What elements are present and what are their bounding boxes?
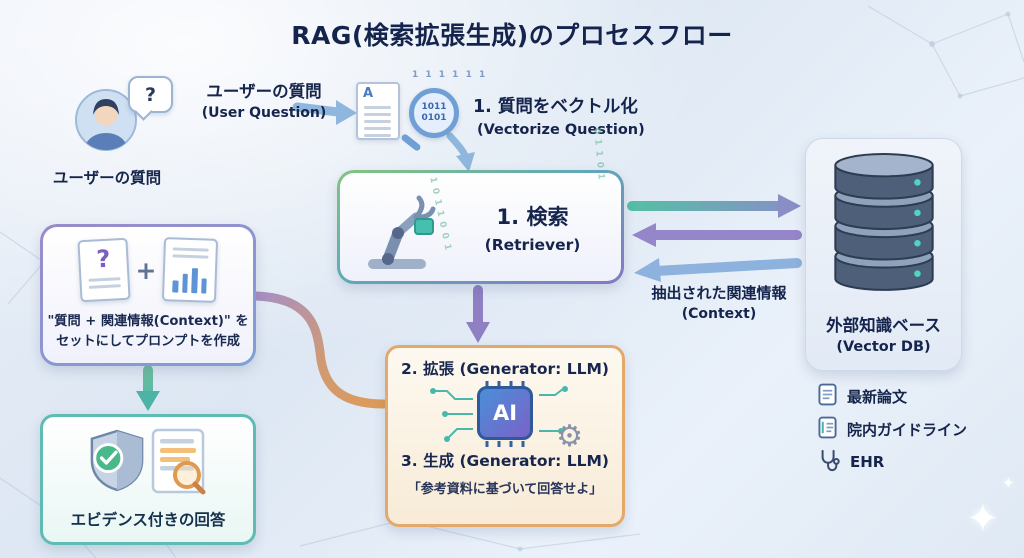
vector-db-panel: 外部知識ベース (Vector DB) [805,138,962,371]
robot-arm-icon [352,177,444,277]
vector-db-en: (Vector DB) [836,339,931,355]
user-question-en: (User Question) [201,105,327,121]
augment-label: 2. 拡張 (Generator: LLM) [401,360,609,378]
question-bubble-icon: ? [128,76,173,113]
vectorize-label: 1. 質問をベクトル化 (Vectorize Question) [473,93,668,138]
user-avatar-icon [73,87,139,153]
question-document-icon: ? [76,237,131,303]
document-icon: A [356,82,400,140]
binary-decoration: 1 1 1 1 1 1 [412,70,488,80]
connector-prompt-to-generator [251,291,389,409]
lens-bits-1: 1011 [421,102,447,113]
evidence-caption: エビデンス付きの回答 [70,511,226,529]
knowledge-item-label: 最新論文 [847,387,908,406]
prompt-icons: ? + [76,237,219,303]
gear-icon: ⚙ [556,419,583,454]
database-icon [823,151,945,303]
knowledge-source-list: 最新論文 院内ガイドライン EHR [818,383,968,476]
context-label: 抽出された関連情報 (Context) [633,282,805,322]
arrow-prompt-to-evidence [136,365,160,411]
vector-db-jp: 外部知識ベース [826,316,941,335]
bar-chart-icon [172,266,208,294]
ai-chip-icon: AI ⚙ [423,381,587,452]
prompt-text: "質問 + 関連情報(Context)" を セットにしてプロンプトを作成 [47,312,248,353]
paper-icon [818,383,837,410]
plus-icon: + [135,255,157,285]
sparkle-icon: ✦ [1002,474,1015,492]
arrow-vectorize-to-retriever [446,132,475,172]
evidence-box: エビデンス付きの回答 [40,414,256,545]
arrow-db-to-retriever [632,223,802,247]
sparkle-icon: ✦ [966,496,1000,542]
magnifier-icon: 1011 0101 [400,88,461,153]
prompt-line-2: セットにしてプロンプトを作成 [56,334,240,350]
highlighted-document-icon [150,428,208,500]
context-document-icon [162,237,219,303]
shield-check-icon [88,428,146,496]
context-en: (Context) [681,306,757,322]
list-item: EHR [818,449,967,476]
ai-chip-label: AI [492,401,518,425]
generator-box: 2. 拡張 (Generator: LLM) [385,345,625,527]
bubble-question-mark: ? [144,83,157,106]
page-title: RAG(検索拡張生成)のプロセスフロー [291,21,733,50]
retriever-jp: 1. 検索 [496,204,569,229]
ai-chip-body: AI [477,386,533,440]
user-question-label: ユーザーの質問 (User Question) [194,78,334,121]
list-item: 院内ガイドライン [818,416,968,443]
stethoscope-icon [818,449,840,476]
generate-label: 3. 生成 (Generator: LLM) [401,452,609,470]
arrow-context-to-retriever [634,258,802,282]
arrow-retriever-to-generator [466,285,490,343]
lens-bits-2: 0101 [421,113,447,123]
user-caption: ユーザーの質問 [52,169,162,187]
retriever-box: 1 0 1 1 0 0 1 0 1 1 0 1 1. 検索 (Retriever… [337,127,624,284]
vectorize-jp: 1. 質問をベクトル化 [473,97,638,117]
guideline-icon [818,416,837,443]
user-question-jp: ユーザーの質問 [206,82,322,101]
vectorize-en: (Vectorize Question) [477,122,645,138]
evidence-icons [88,428,208,500]
prompt-box: ? + "質問 + 関連情報(Context)" を セットにしてプロンプトを作… [40,224,256,366]
arrow-retriever-to-db [627,194,801,218]
prompt-line-1: "質問 + 関連情報(Context)" を [47,314,249,329]
knowledge-item-label: 院内ガイドライン [847,420,968,439]
document-letter: A [363,86,374,101]
instruction-label: 「参考資料に基づいて回答せよ」 [407,482,603,497]
knowledge-item-label: EHR [850,453,885,471]
retriever-label: 1. 検索 (Retriever) [444,201,621,254]
context-jp: 抽出された関連情報 [651,284,787,302]
doc-question-mark: ? [95,244,111,274]
list-item: 最新論文 [818,383,967,410]
retriever-en: (Retriever) [484,235,581,254]
